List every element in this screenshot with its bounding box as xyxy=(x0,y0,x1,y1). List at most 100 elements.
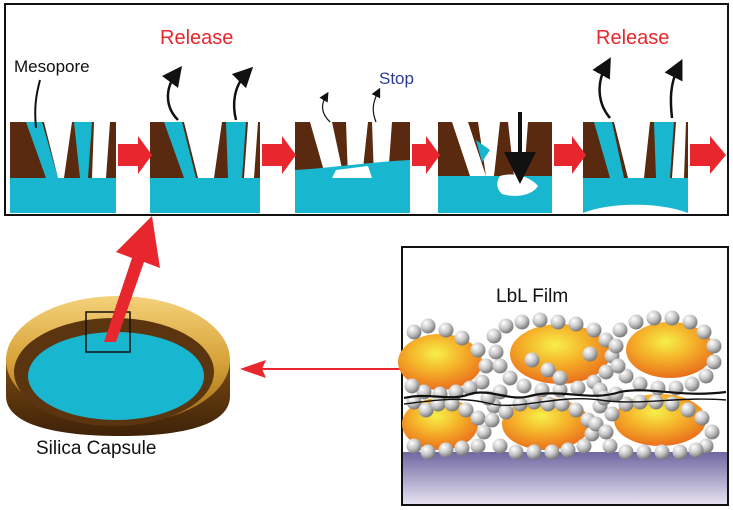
left-arrow-icon xyxy=(240,360,422,378)
release-flow-arrow-4 xyxy=(664,59,683,119)
silver-nanoparticle xyxy=(696,324,712,340)
silver-nanoparticle xyxy=(586,322,602,338)
stop-flow-arrow-1 xyxy=(319,91,331,123)
silver-nanoparticle xyxy=(454,330,470,346)
stage-5-release xyxy=(583,122,688,213)
silver-nanoparticle xyxy=(632,376,648,392)
silver-nanoparticle xyxy=(602,438,618,454)
silver-nanoparticle xyxy=(604,406,620,422)
silver-nanoparticle xyxy=(540,396,556,412)
stage-3-stop xyxy=(295,122,410,213)
silver-nanoparticle xyxy=(406,438,422,454)
silver-nanoparticle xyxy=(618,396,634,412)
silver-nanoparticle xyxy=(680,402,696,418)
polymer-chain-2 xyxy=(403,397,727,407)
silver-nanoparticle xyxy=(438,442,454,458)
stage-2-release xyxy=(150,122,260,213)
silver-nanoparticle xyxy=(650,380,666,396)
silver-nanoparticle xyxy=(704,424,720,440)
silver-nanoparticle xyxy=(612,322,628,338)
silver-nanoparticle xyxy=(430,396,446,412)
silver-nanoparticle xyxy=(454,440,470,456)
silver-nanoparticle xyxy=(664,396,680,412)
silver-nanoparticle xyxy=(664,310,680,326)
silver-nanoparticle xyxy=(636,444,652,460)
right-arrow-icon xyxy=(118,136,726,174)
stop-flow-arrow-2 xyxy=(371,87,381,123)
silver-nanoparticle xyxy=(488,344,504,360)
silver-nanoparticle xyxy=(560,442,576,458)
silver-nanoparticle xyxy=(598,364,614,380)
silver-nanoparticle xyxy=(588,416,604,432)
silver-nanoparticle xyxy=(438,322,454,338)
silica-capsule xyxy=(6,296,230,436)
silver-nanoparticle xyxy=(444,396,460,412)
silver-nanoparticle xyxy=(420,318,436,334)
silver-nanoparticle xyxy=(492,438,508,454)
silver-nanoparticle xyxy=(474,374,490,390)
silver-nanoparticle xyxy=(502,370,518,386)
silver-nanoparticle xyxy=(568,316,584,332)
silver-nanoparticle xyxy=(684,376,700,392)
silver-nanoparticle xyxy=(694,410,710,426)
silver-nanoparticle xyxy=(406,324,422,340)
silver-nanoparticle xyxy=(462,380,478,396)
silver-nanoparticle xyxy=(540,362,556,378)
silver-nanoparticle xyxy=(706,338,722,354)
silver-nanoparticle xyxy=(544,444,560,460)
silver-nanoparticle xyxy=(476,424,492,440)
silver-nanoparticle xyxy=(458,402,474,418)
silver-nanoparticle xyxy=(618,444,634,460)
polymer-chain xyxy=(403,389,727,400)
release-label-2: Release xyxy=(596,27,669,49)
silver-nanoparticle xyxy=(516,378,532,394)
silver-nanoparticle xyxy=(470,438,486,454)
release-flow-arrow-3 xyxy=(592,57,611,119)
silica-capsule-label: Silica Capsule xyxy=(36,438,156,459)
silver-nanoparticle xyxy=(568,402,584,418)
silver-nanoparticle xyxy=(698,368,714,384)
silver-nanoparticle xyxy=(654,444,670,460)
silver-nanoparticle xyxy=(508,444,524,460)
silver-nanoparticle xyxy=(646,310,662,326)
silver-nanoparticle xyxy=(526,394,542,410)
silver-nanoparticle xyxy=(570,380,586,396)
silver-nanoparticle xyxy=(478,358,494,374)
silver-nanoparticle xyxy=(524,352,540,368)
silver-nanoparticle xyxy=(582,346,598,362)
silver-nanoparticle xyxy=(498,318,514,334)
silver-nanoparticle xyxy=(576,438,592,454)
stop-label: Stop xyxy=(379,69,414,88)
silver-nanoparticle xyxy=(532,312,548,328)
up-arrow-icon xyxy=(104,216,160,342)
silver-nanoparticle xyxy=(514,314,530,330)
silver-nanoparticle xyxy=(550,314,566,330)
silver-nanoparticle xyxy=(672,444,688,460)
release-flow-arrow-2 xyxy=(231,66,254,121)
release-flow-arrow-1 xyxy=(162,65,182,121)
silver-nanoparticle xyxy=(420,444,436,460)
silver-nanoparticle xyxy=(484,412,500,428)
zoom-region-box xyxy=(85,311,131,353)
silver-nanoparticle xyxy=(628,314,644,330)
stage-4-inflow xyxy=(438,122,552,213)
silver-nanoparticle xyxy=(498,404,514,420)
silver-nanoparticle xyxy=(418,402,434,418)
silver-nanoparticle xyxy=(404,378,420,394)
silver-nanoparticle xyxy=(618,368,634,384)
silver-nanoparticle xyxy=(608,338,624,354)
silver-nanoparticle xyxy=(688,442,704,458)
silver-nanoparticle xyxy=(552,370,568,386)
silver-nanoparticle xyxy=(406,394,422,410)
mesopore-label: Mesopore xyxy=(14,57,90,76)
silver-nanoparticle xyxy=(682,314,698,330)
silver-nanoparticle xyxy=(492,358,508,374)
stage-1-open-pores xyxy=(10,122,116,213)
release-label-1: Release xyxy=(160,27,233,49)
lbl-film-label: LbL Film xyxy=(496,286,568,307)
silver-nanoparticle xyxy=(648,394,664,410)
silver-nanoparticle xyxy=(486,328,502,344)
silver-nanoparticle xyxy=(706,354,722,370)
mesopore-pointer-line xyxy=(34,79,41,129)
